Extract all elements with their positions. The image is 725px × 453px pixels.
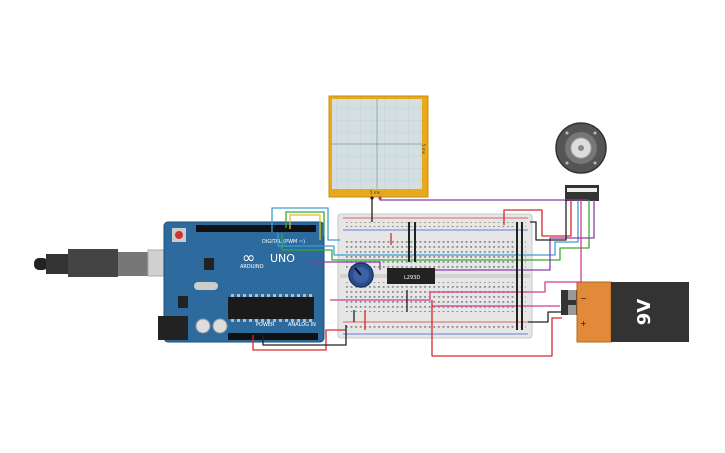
capacitor (195, 318, 211, 334)
wire-purple-scope[interactable] (379, 198, 588, 201)
digital-header[interactable] (196, 225, 316, 232)
digital-label: DIGITAL (PWM ~) (262, 239, 305, 245)
crystal (194, 282, 218, 290)
wire-purple-motor[interactable] (435, 200, 595, 271)
wire-green-long[interactable] (281, 200, 590, 261)
scope-side-label: 5 ms (421, 144, 426, 154)
usb-cable[interactable] (34, 249, 187, 277)
analog-label: ANALOG IN (288, 322, 316, 328)
encoder-connector[interactable] (565, 185, 599, 201)
wire-blue-2[interactable] (277, 200, 579, 256)
wire-green[interactable] (285, 211, 325, 236)
wire-blue[interactable] (271, 207, 340, 241)
arduino-uno-board[interactable]: ∞ ARDUINO UNO DIGITAL (PWM ~) POWER ANAL… (158, 221, 325, 343)
wire-black-motor[interactable] (530, 200, 567, 241)
regulator (178, 296, 188, 308)
wire-purple-ic[interactable] (310, 261, 381, 270)
arduino-brand-label: ARDUINO (240, 264, 264, 270)
arduino-logo-icon: ∞ (242, 248, 255, 267)
reset-button-cap[interactable] (175, 231, 183, 239)
wire-yellow[interactable] (289, 214, 321, 240)
scope-bottom-label: 5 ms (370, 190, 380, 195)
potentiometer[interactable] (348, 262, 374, 288)
capacitor (212, 318, 228, 334)
battery-minus-label: − (580, 294, 587, 303)
battery-label: 9V (634, 299, 655, 326)
atmega-chip (228, 297, 314, 319)
power-label: POWER (256, 322, 275, 328)
battery-plus-label: + (580, 319, 587, 328)
l293d-ic[interactable]: L293D (387, 268, 435, 284)
chip-pins (231, 294, 312, 322)
arduino-model-label: UNO (270, 252, 295, 265)
power-jack (158, 316, 188, 340)
wire-black-batt[interactable] (528, 311, 562, 323)
power-analog-header[interactable] (228, 333, 318, 340)
ic-label: L293D (404, 275, 420, 281)
wire-red-motor[interactable] (503, 200, 572, 237)
battery-9v[interactable]: − + 9V (561, 281, 689, 343)
dc-motor-encoder[interactable] (555, 122, 607, 201)
wire-black-gnd[interactable] (262, 325, 347, 346)
wire-red-battery[interactable] (431, 300, 562, 357)
usb-chip (204, 258, 214, 270)
oscilloscope[interactable]: 5 ms 5 ms (328, 95, 429, 200)
wire-pink-1[interactable] (430, 200, 582, 293)
wire-pink-2[interactable] (330, 292, 431, 301)
wire-red-arduino[interactable] (252, 329, 346, 351)
